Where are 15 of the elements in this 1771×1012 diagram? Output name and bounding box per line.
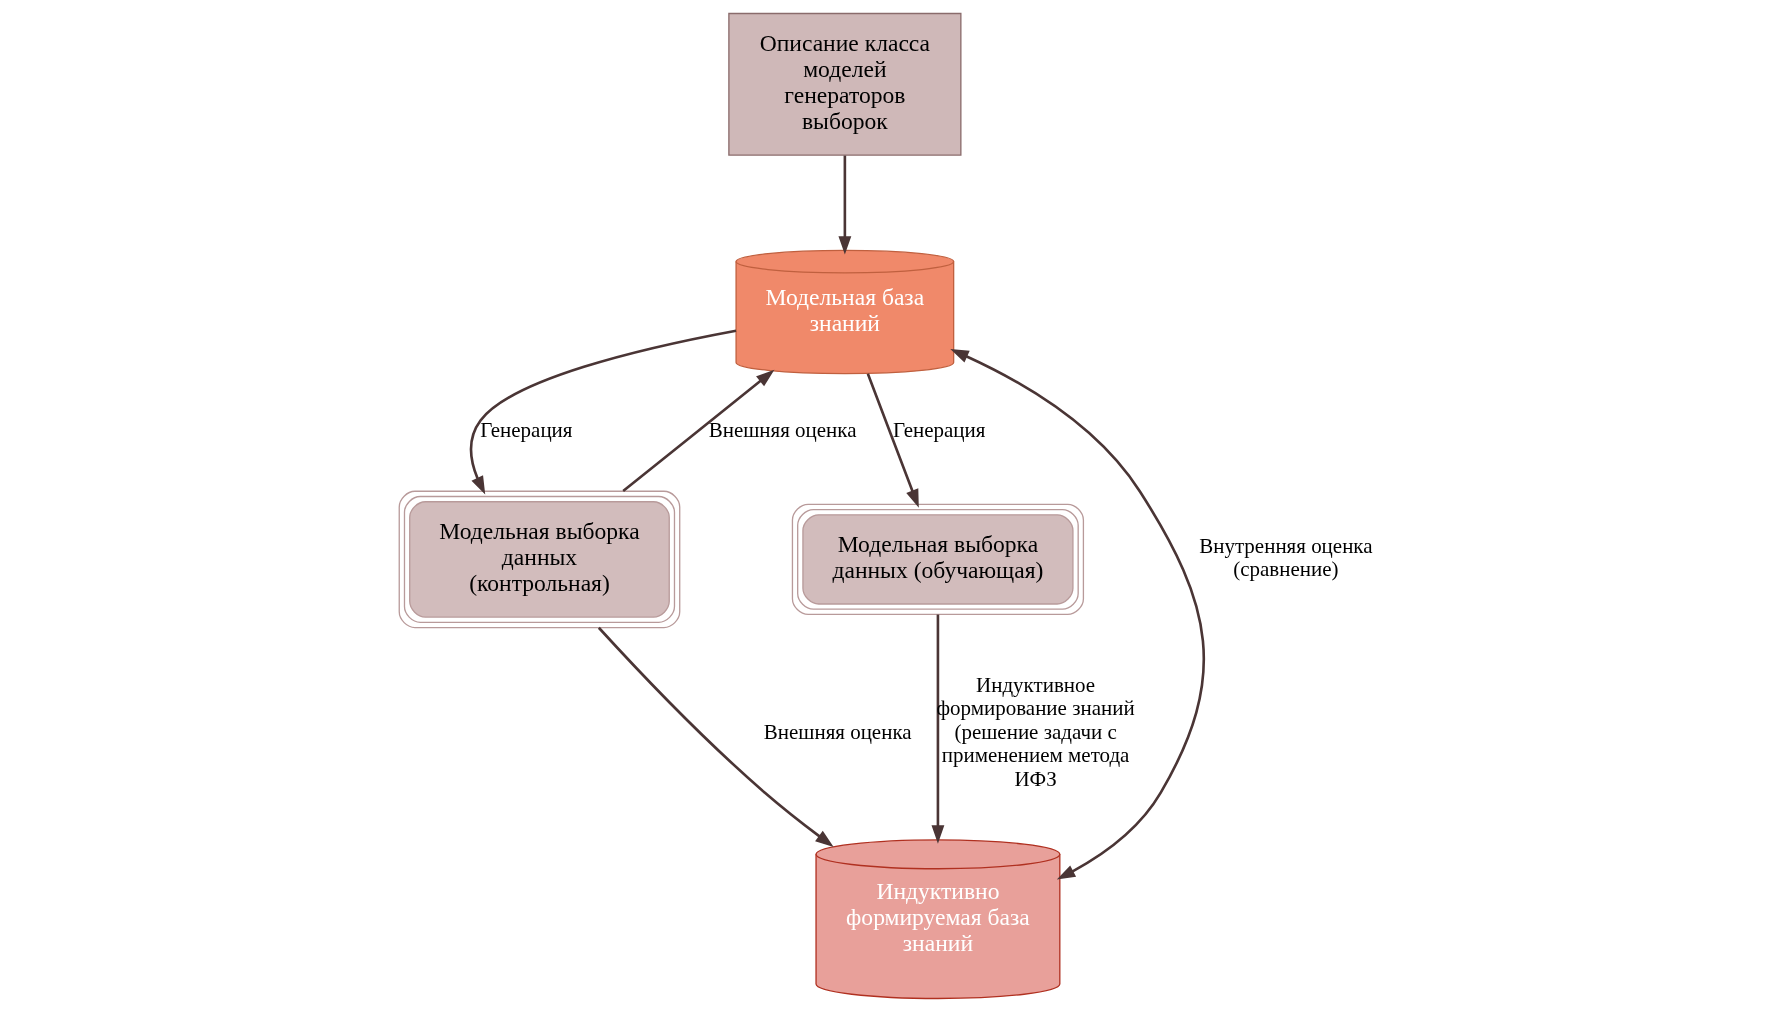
node-box: Модельная выборка данных (контрольная) xyxy=(398,490,681,629)
arrow xyxy=(622,369,775,493)
edge-label: Внешняя оценка xyxy=(763,719,912,744)
edge-label: Генерация xyxy=(893,418,986,443)
edge-label: Генерация xyxy=(480,418,573,443)
arrow xyxy=(866,373,919,508)
arrow xyxy=(597,626,834,847)
node-box: Модельная выборка данных (обучающая) xyxy=(791,503,1085,616)
edge-label: Внешняя оценка xyxy=(708,418,857,443)
arrow xyxy=(950,349,1205,880)
arrow xyxy=(931,614,945,844)
edge-label: Внутренняя оценка (сравнение) xyxy=(1199,533,1373,582)
arrow xyxy=(469,329,737,495)
arrow xyxy=(838,155,852,255)
node-box: Описание класса моделей генераторов выборок xyxy=(728,12,962,156)
